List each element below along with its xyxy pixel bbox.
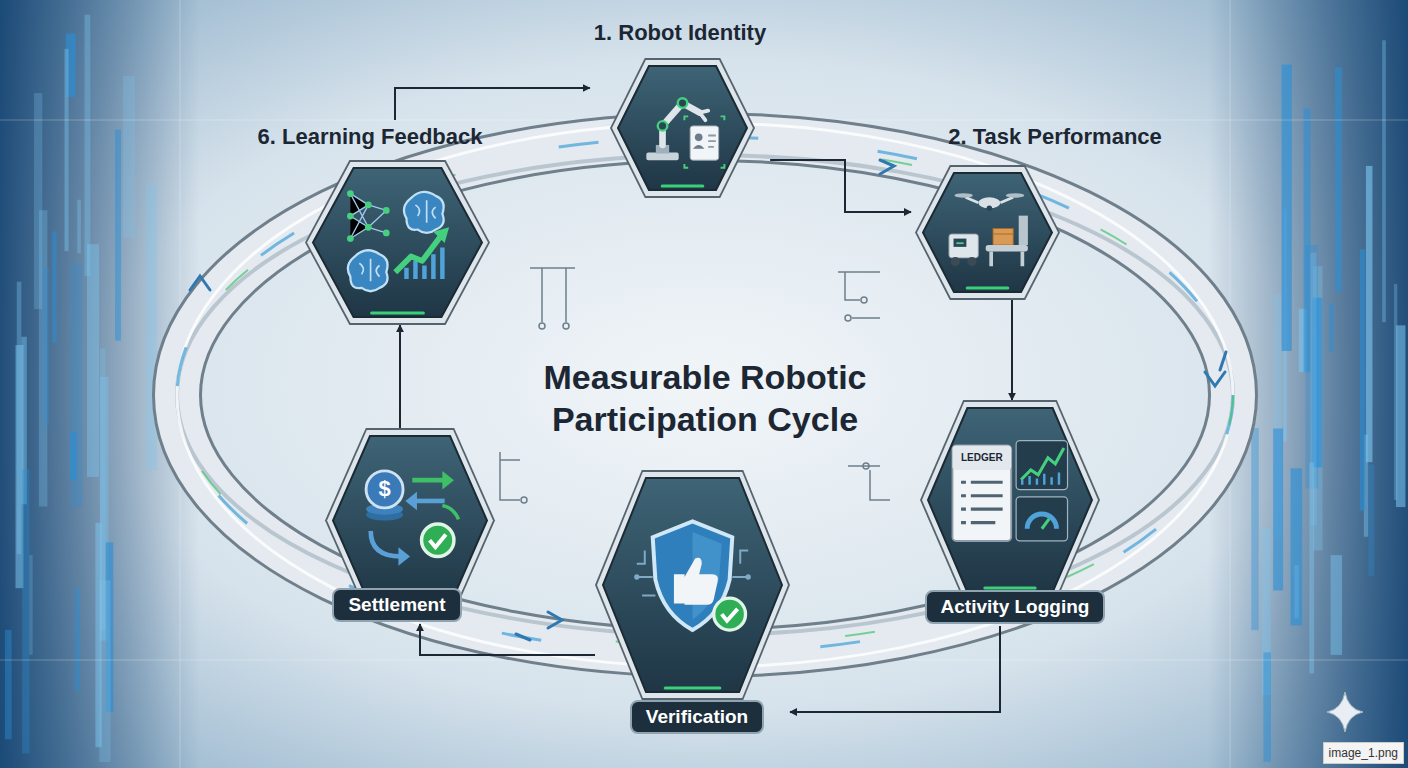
tech-bar [71,263,83,506]
hexagon-shape [595,470,790,700]
tech-bar [1335,67,1342,291]
step-heading: 2. Task Performance [948,124,1162,150]
hexagon-node: Settlement $ [325,428,495,624]
tech-bar [115,130,121,341]
tech-bar [1396,325,1406,507]
step-label: Settlement [332,588,461,622]
flow-arrow [420,624,595,655]
hexagon-node: 1. Robot Identity [590,16,770,198]
coin-symbol: $ [378,477,390,501]
tech-bar [34,93,42,309]
hexagon-shape [610,58,755,198]
tech-bar [87,244,99,477]
flow-arrow [770,160,911,212]
tech-bar [1331,555,1342,655]
tech-bar [1360,249,1365,510]
tech-bar [1329,304,1333,352]
ledger-label: LEDGER [961,452,1003,464]
cycle-track [177,123,1233,667]
tech-bar [1366,166,1373,462]
watermark: image_1.png [1323,742,1404,764]
tech-bar [1263,652,1271,761]
track-arrows [190,160,1226,640]
tech-bar [1273,429,1283,591]
hexagon-shape [305,160,490,325]
hexagon-node: Activity Logging LEDGER [920,400,1105,626]
step-label: Verification [630,700,764,734]
tech-bar [1251,428,1259,630]
tech-bar [1282,65,1292,351]
tech-bar [146,184,157,470]
tech-bar [17,282,22,554]
flow-arrow [399,325,401,428]
tech-bar [22,469,29,753]
flow-arrow [1011,300,1013,400]
hexagon-shape [915,165,1060,300]
tech-bar [1294,565,1298,619]
hexagon-node: 6. Learning Feedback [254,120,494,325]
tech-bar [77,200,81,254]
tech-bar [44,268,49,425]
diagram-title: Measurable Robotic Participation Cycle [515,356,895,440]
tech-bar [85,15,91,276]
step-heading: 6. Learning Feedback [258,124,483,150]
step-heading: 1. Robot Identity [594,20,766,46]
tech-bar [65,49,69,251]
flow-arrow [790,626,1000,712]
step-label: Activity Logging [925,590,1106,624]
tech-bar [1291,468,1303,625]
hexagon-node: Verification [595,470,790,736]
tech-bar [1382,40,1386,322]
tech-bar [75,589,80,691]
hexagon-shape [325,428,495,613]
tech-bar [5,630,12,739]
flow-arrow [395,88,590,120]
tech-bar [95,523,101,747]
sparkle-icon [1327,692,1363,732]
hexagon-shape [920,400,1100,600]
tech-bar [52,231,57,343]
hexagon-node: 2. Task Performance [911,120,1166,300]
tech-bar [29,555,32,655]
tech-bar [1310,253,1316,525]
tech-bar [1369,464,1375,576]
tech-bar [123,76,135,238]
tech-bars [5,15,1405,762]
tech-bar [1394,284,1397,500]
